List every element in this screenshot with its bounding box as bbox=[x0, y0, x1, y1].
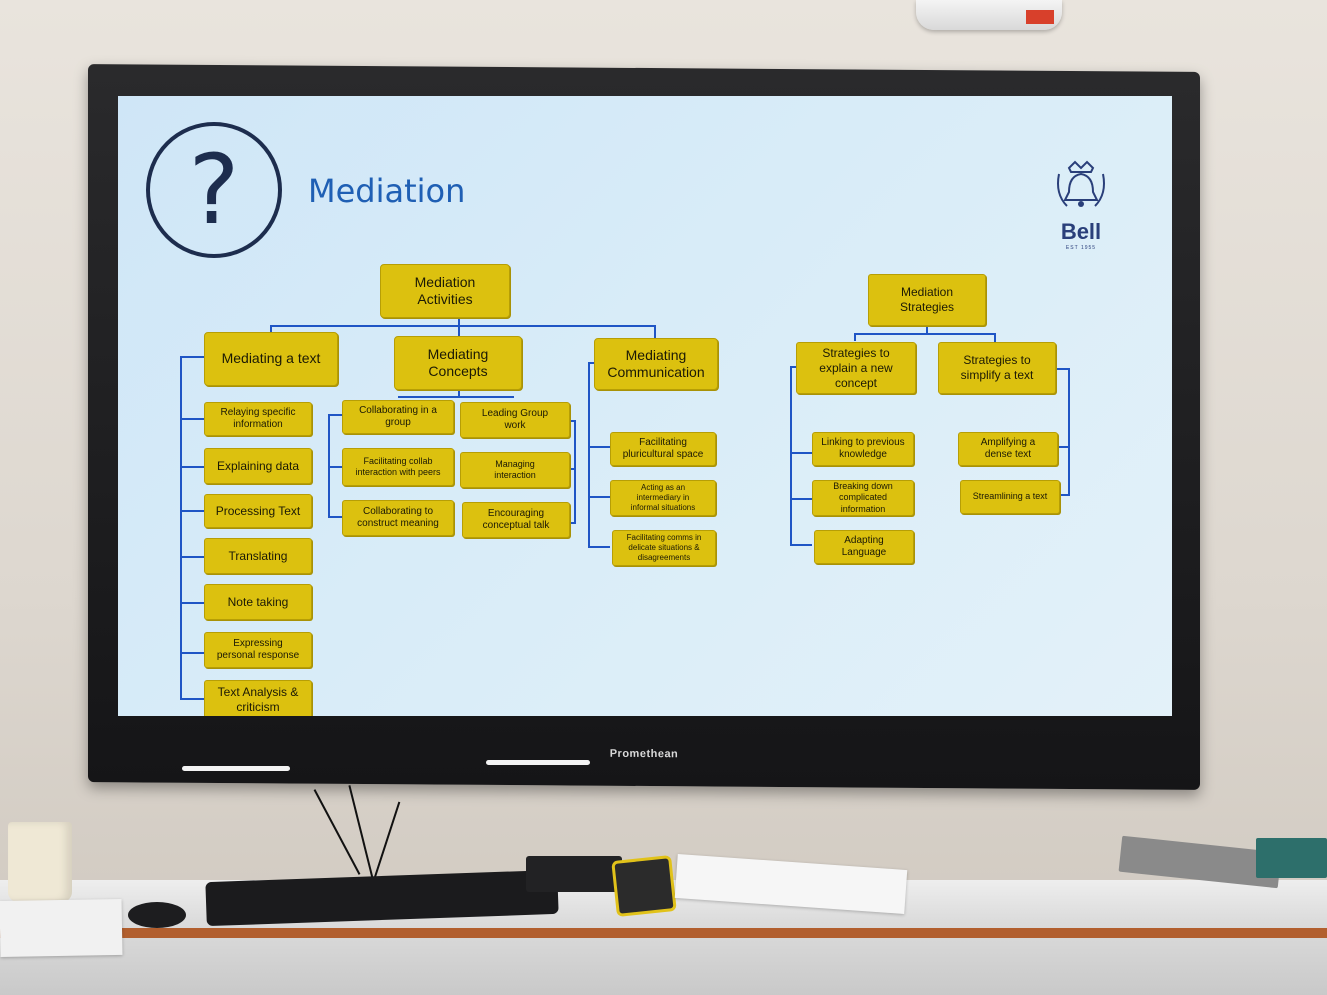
explain-item-box: Adapting Language bbox=[814, 530, 914, 564]
explain-item-box: Linking to previous knowledge bbox=[812, 432, 914, 466]
connector-line bbox=[180, 356, 204, 358]
connector-line bbox=[328, 466, 342, 468]
connector-line bbox=[790, 498, 812, 500]
mobile-phone[interactable] bbox=[611, 855, 677, 917]
communication-item-box: Facilitating comms in delicate situation… bbox=[612, 530, 716, 566]
connector-line bbox=[570, 522, 576, 524]
slide-screen: ? Mediation Bell EST 1955 bbox=[118, 96, 1172, 716]
connector-line bbox=[854, 333, 856, 341]
simplify-item-box: Amplifying a dense text bbox=[958, 432, 1058, 466]
desk-edge bbox=[0, 928, 1327, 938]
connector-line bbox=[570, 420, 576, 422]
coffee-mug bbox=[8, 822, 72, 902]
connector-line bbox=[1060, 494, 1070, 496]
mediating-text-box: Mediating a text bbox=[204, 332, 338, 386]
text-item-box: Note taking bbox=[204, 584, 312, 620]
bell-logo: Bell EST 1955 bbox=[1046, 158, 1116, 251]
strategies-root-box: Mediation Strategies bbox=[868, 274, 986, 326]
explain-strategies-box: Strategies to explain a new concept bbox=[796, 342, 916, 394]
connector-line bbox=[270, 325, 272, 333]
connector-line bbox=[458, 386, 460, 398]
connector-line bbox=[994, 333, 996, 343]
connector-line bbox=[180, 556, 204, 558]
concepts-item-box: Collaborating to construct meaning bbox=[342, 500, 454, 536]
connector-line bbox=[328, 516, 342, 518]
connector-line bbox=[458, 325, 460, 337]
connector-line bbox=[588, 362, 590, 548]
connector-line bbox=[1058, 446, 1070, 448]
connector-line bbox=[790, 366, 796, 368]
router-label bbox=[1026, 10, 1054, 24]
connector-line bbox=[588, 546, 610, 548]
connector-line bbox=[1068, 368, 1070, 496]
connector-line bbox=[270, 325, 656, 327]
connector-line bbox=[790, 366, 792, 546]
text-item-box: Relaying specific information bbox=[204, 402, 312, 436]
connector-line bbox=[790, 544, 812, 546]
simplify-item-box: Streamlining a text bbox=[960, 480, 1060, 514]
text-item-box: Explaining data bbox=[204, 448, 312, 484]
logo-established: EST 1955 bbox=[1065, 245, 1097, 251]
connector-line bbox=[1056, 368, 1070, 370]
paper-stack-left bbox=[0, 898, 123, 958]
connector-line bbox=[588, 362, 594, 364]
connector-line bbox=[180, 602, 204, 604]
connector-line bbox=[180, 510, 204, 512]
logo-name: Bell bbox=[1060, 219, 1102, 244]
connector-line bbox=[926, 326, 928, 334]
connector-line bbox=[180, 652, 204, 654]
text-item-box: Expressing personal response bbox=[204, 632, 312, 668]
cable bbox=[348, 785, 374, 879]
text-item-box: Translating bbox=[204, 538, 312, 574]
text-item-box: Text Analysis & criticism bbox=[204, 680, 312, 716]
concepts-item-box: Facilitating collab interaction with pee… bbox=[342, 448, 454, 486]
connector-line bbox=[398, 396, 514, 398]
simplify-strategies-box: Strategies to simplify a text bbox=[938, 342, 1056, 394]
question-mark-icon: ? bbox=[146, 122, 282, 258]
connector-line bbox=[458, 318, 460, 326]
bell-crest-icon bbox=[1057, 160, 1105, 207]
connector-line bbox=[588, 496, 610, 498]
connector-line bbox=[180, 418, 204, 420]
display-brand-label: Promethean bbox=[609, 747, 679, 761]
concepts-item-box: Managing interaction bbox=[460, 452, 570, 488]
concepts-item-box: Leading Group work bbox=[460, 402, 570, 438]
computer-mouse[interactable] bbox=[128, 902, 186, 928]
explain-item-box: Breaking down complicated information bbox=[812, 480, 914, 516]
connector-line bbox=[574, 420, 576, 524]
concepts-item-box: Collaborating in a group bbox=[342, 400, 454, 434]
connector-line bbox=[588, 446, 610, 448]
connector-line bbox=[180, 698, 204, 700]
mediating-concepts-box: Mediating Concepts bbox=[394, 336, 522, 390]
connector-line bbox=[854, 333, 996, 335]
cable bbox=[373, 801, 401, 879]
connector-line bbox=[180, 466, 204, 468]
communication-item-box: Acting as an intermediary in informal si… bbox=[610, 480, 716, 516]
text-item-box: Processing Text bbox=[204, 494, 312, 528]
slide-title: Mediation bbox=[308, 172, 466, 210]
connector-line bbox=[328, 414, 342, 416]
activities-root-box: Mediation Activities bbox=[380, 264, 510, 318]
mini-pc bbox=[526, 856, 622, 892]
wifi-router bbox=[916, 0, 1062, 30]
communication-item-box: Facilitating pluricultural space bbox=[610, 432, 716, 466]
connector-line bbox=[790, 452, 812, 454]
connector-line bbox=[654, 325, 656, 339]
stylus-pen-right[interactable] bbox=[486, 760, 590, 765]
mediating-communication-box: Mediating Communication bbox=[594, 338, 718, 390]
book-stack-right bbox=[1256, 838, 1327, 878]
connector-line bbox=[570, 468, 576, 470]
connector-line bbox=[180, 356, 182, 700]
stylus-pen-left[interactable] bbox=[182, 766, 290, 771]
concepts-item-box: Encouraging conceptual talk bbox=[462, 502, 570, 538]
